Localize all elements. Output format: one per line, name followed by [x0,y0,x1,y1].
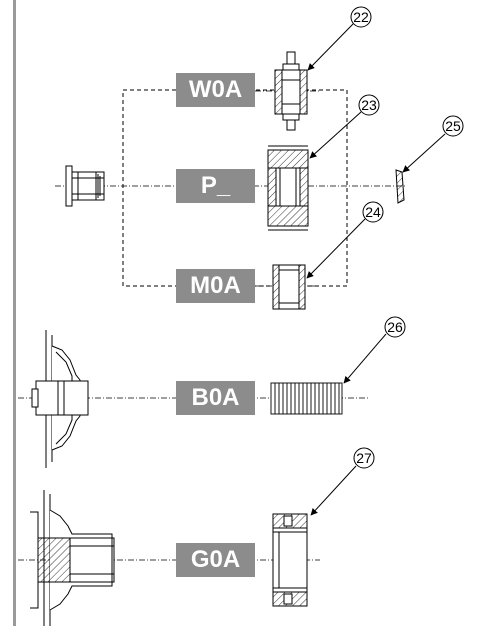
callout-27: 27 [353,447,375,469]
callout-27-number: 27 [356,450,372,466]
sleeve-part-upper [65,165,105,207]
part-26 [270,382,343,415]
part-24 [272,264,306,310]
code-label-p: P_ [176,169,255,203]
part-27 [272,513,308,607]
leader-24 [306,218,366,279]
part-22 [274,51,308,131]
callout-23-number: 23 [361,97,377,113]
callout-22-number: 22 [353,9,369,25]
hub-part-lower [30,490,115,626]
code-label-w0a: W0A [176,73,255,107]
leader-arrows [306,23,446,516]
leader-26 [343,333,387,384]
part-23 [267,145,309,231]
leader-25 [402,133,446,173]
callout-26: 26 [384,316,406,338]
leader-27 [310,465,357,516]
callout-26-number: 26 [387,319,403,335]
callout-25: 25 [442,115,464,137]
callout-25-number: 25 [445,118,461,134]
callout-22: 22 [350,6,372,28]
code-label-m0a: M0A [176,269,255,303]
leader-23 [309,111,362,159]
callout-23: 23 [358,94,380,116]
code-label-g0a: G0A [176,543,255,577]
callout-24: 24 [362,201,384,223]
page-left-rule [13,0,16,626]
hub-part-middle [31,330,89,468]
code-label-b0a: B0A [176,381,255,415]
leader-22 [307,23,354,71]
part-25 [395,169,405,204]
callout-24-number: 24 [365,204,381,220]
